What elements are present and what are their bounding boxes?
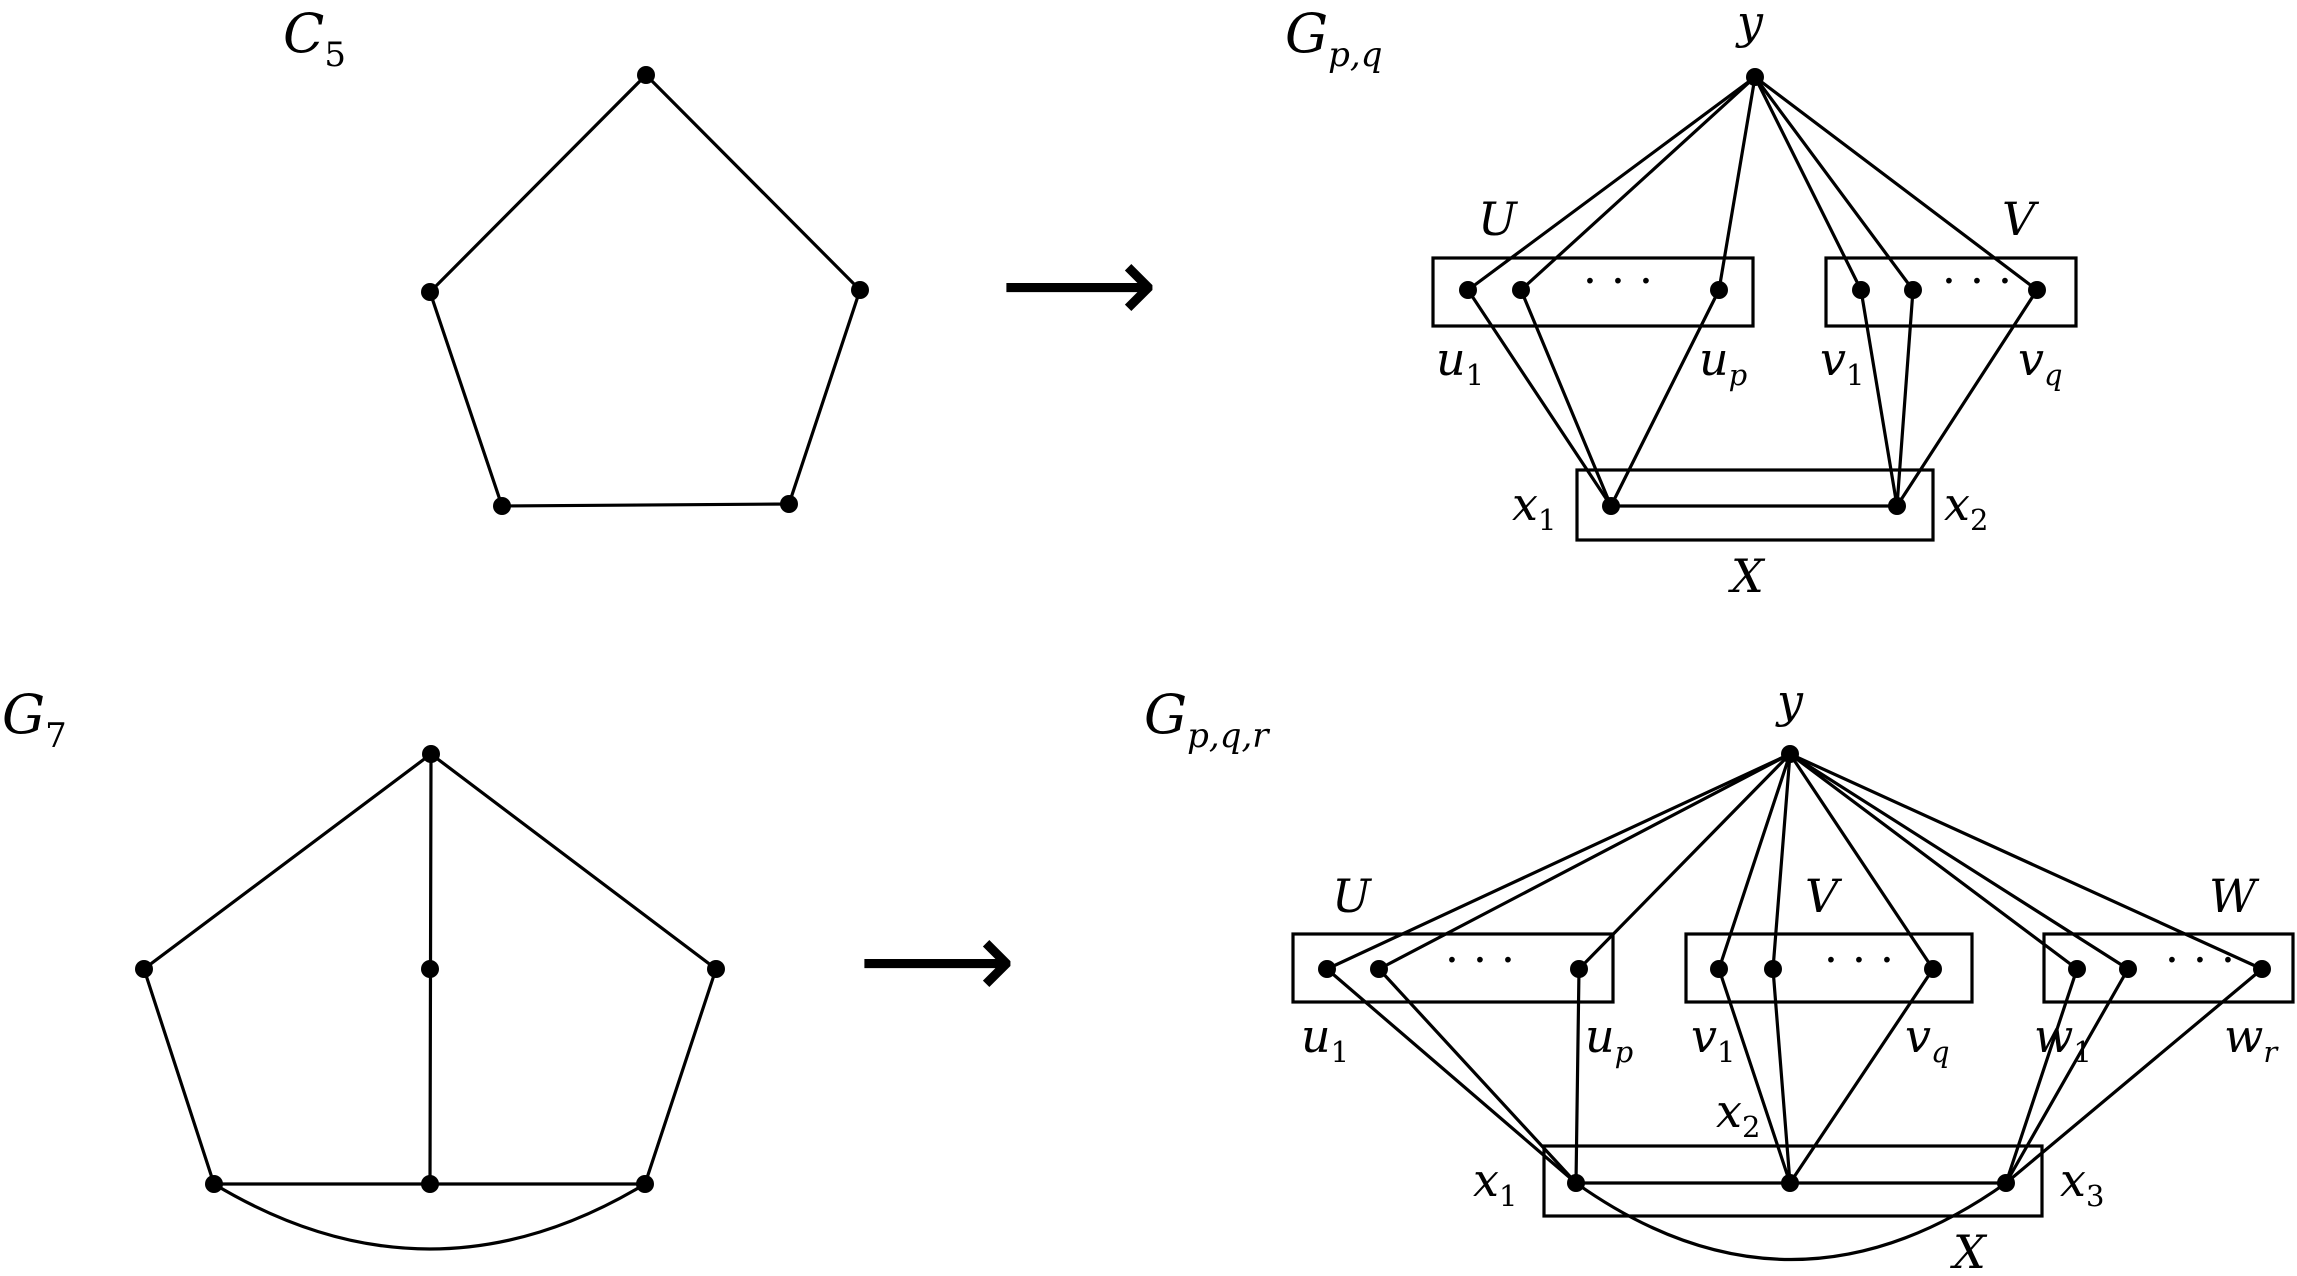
c5-panel: C5 — [283, 2, 869, 515]
c5-vertex — [493, 497, 511, 515]
gpq-vertex-v1 — [1852, 281, 1870, 299]
gpq-set-U-box — [1431, 256, 1755, 328]
gpqr-label-y: y — [1775, 674, 1804, 728]
gpqr-label-x2: x2 — [1716, 1084, 1760, 1144]
g7-vertex — [636, 1175, 654, 1193]
gpqr-label-wr: wr — [2224, 1009, 2279, 1069]
g7-vertex — [421, 1175, 439, 1193]
c5-title: C5 — [283, 2, 346, 75]
gpqr-label-x1: x1 — [1473, 1153, 1517, 1213]
gpq-label-x1: x1 — [1512, 477, 1556, 537]
gpq-vertex-x1 — [1602, 497, 1620, 515]
gpqr-vertex-w1 — [2068, 960, 2086, 978]
transform-arrow-top: ⟶ — [1000, 220, 1158, 348]
gpqr-set-W-box — [2042, 932, 2295, 1004]
gpq-edges — [1466, 75, 2039, 508]
c5-vertex — [851, 281, 869, 299]
gpq-ellipsis-u: · · · — [1583, 256, 1653, 307]
c5-cycle-edges — [428, 72, 862, 508]
gpqr-vertex-v2 — [1764, 960, 1782, 978]
gpq-vertex-u2 — [1512, 281, 1530, 299]
gpq-vertex-v2 — [1904, 281, 1922, 299]
gpq-label-vq: vq — [2018, 332, 2063, 392]
gpqr-vertex-y — [1781, 745, 1799, 763]
gpqr-label-X: X — [1950, 1225, 1988, 1276]
gpqr-label-W: W — [2209, 869, 2260, 923]
gpqr-label-vq: vq — [1905, 1009, 1950, 1069]
gpqr-vertex-v1 — [1710, 960, 1728, 978]
gpq-vertex-x2 — [1888, 497, 1906, 515]
gpqr-vertex-x1 — [1567, 1174, 1585, 1192]
g7-vertex — [135, 960, 153, 978]
gpq-ellipsis-v: · · · — [1942, 256, 2012, 307]
gpq-label-u1: u1 — [1436, 332, 1484, 392]
gpq-label-y: y — [1735, 0, 1764, 49]
gpqr-vertex-up — [1570, 960, 1588, 978]
g7-vertex — [421, 960, 439, 978]
gpqr-vertex-wr — [2253, 960, 2271, 978]
gpq-vertex-up — [1710, 281, 1728, 299]
gpqr-label-V: V — [1805, 869, 1843, 923]
gpqr-vertex-w2 — [2119, 960, 2137, 978]
g7-title: G7 — [2, 683, 67, 756]
gpqr-vertex-u1 — [1318, 960, 1336, 978]
c5-vertex — [780, 495, 798, 513]
gpq-label-x2: x2 — [1944, 477, 1988, 537]
gpqr-edges — [1325, 752, 2264, 1261]
gpqr-set-X-box — [1542, 1144, 2044, 1218]
gpq-label-U: U — [1478, 192, 1519, 246]
g7-panel: G7 — [2, 683, 725, 1251]
gpqr-set-U-box — [1291, 932, 1615, 1004]
gpq-label-v1: v1 — [1820, 332, 1864, 392]
gpqr-label-w1: w1 — [2034, 1009, 2092, 1069]
gpq-title: Gp,q — [1285, 2, 1382, 75]
c5-vertex — [421, 283, 439, 301]
gpqr-ellipsis-u: · · · — [1445, 935, 1515, 986]
gpq-vertex-vq — [2028, 281, 2046, 299]
gpq-label-V: V — [2002, 192, 2040, 246]
gpq-label-X: X — [1728, 549, 1766, 603]
gpq-panel: Gp,q y U V X · · · · · · — [1285, 0, 2078, 603]
gpqr-vertex-u2 — [1370, 960, 1388, 978]
gpqr-label-up: up — [1585, 1009, 1633, 1069]
c5-vertex — [637, 66, 655, 84]
g7-vertex — [707, 960, 725, 978]
gpqr-vertex-x3 — [1997, 1174, 2015, 1192]
gpq-set-V-box — [1824, 256, 2078, 328]
gpqr-ellipsis-v: · · · — [1824, 935, 1894, 986]
g7-edges — [142, 751, 718, 1251]
gpqr-label-x3: x3 — [2060, 1153, 2104, 1213]
gpqr-set-V-box — [1684, 932, 1974, 1004]
gpqr-label-v1: v1 — [1691, 1009, 1735, 1069]
gpqr-title: Gp,q,r — [1144, 683, 1270, 756]
gpq-set-X-box — [1575, 468, 1935, 542]
transform-arrow-bottom: ⟶ — [858, 896, 1016, 1024]
gpq-label-up: up — [1699, 332, 1747, 392]
gpqr-label-u1: u1 — [1301, 1009, 1349, 1069]
gpqr-ellipsis-w: · · · — [2165, 935, 2235, 986]
gpqr-panel: Gp,q,r y U V W X — [1144, 674, 2295, 1276]
gpqr-vertex-vq — [1924, 960, 1942, 978]
g7-vertex — [422, 745, 440, 763]
g7-vertex — [205, 1175, 223, 1193]
gpq-vertex-y — [1746, 68, 1764, 86]
gpq-vertex-u1 — [1459, 281, 1477, 299]
gpqr-label-U: U — [1332, 869, 1373, 923]
gpqr-vertex-x2 — [1781, 1174, 1799, 1192]
